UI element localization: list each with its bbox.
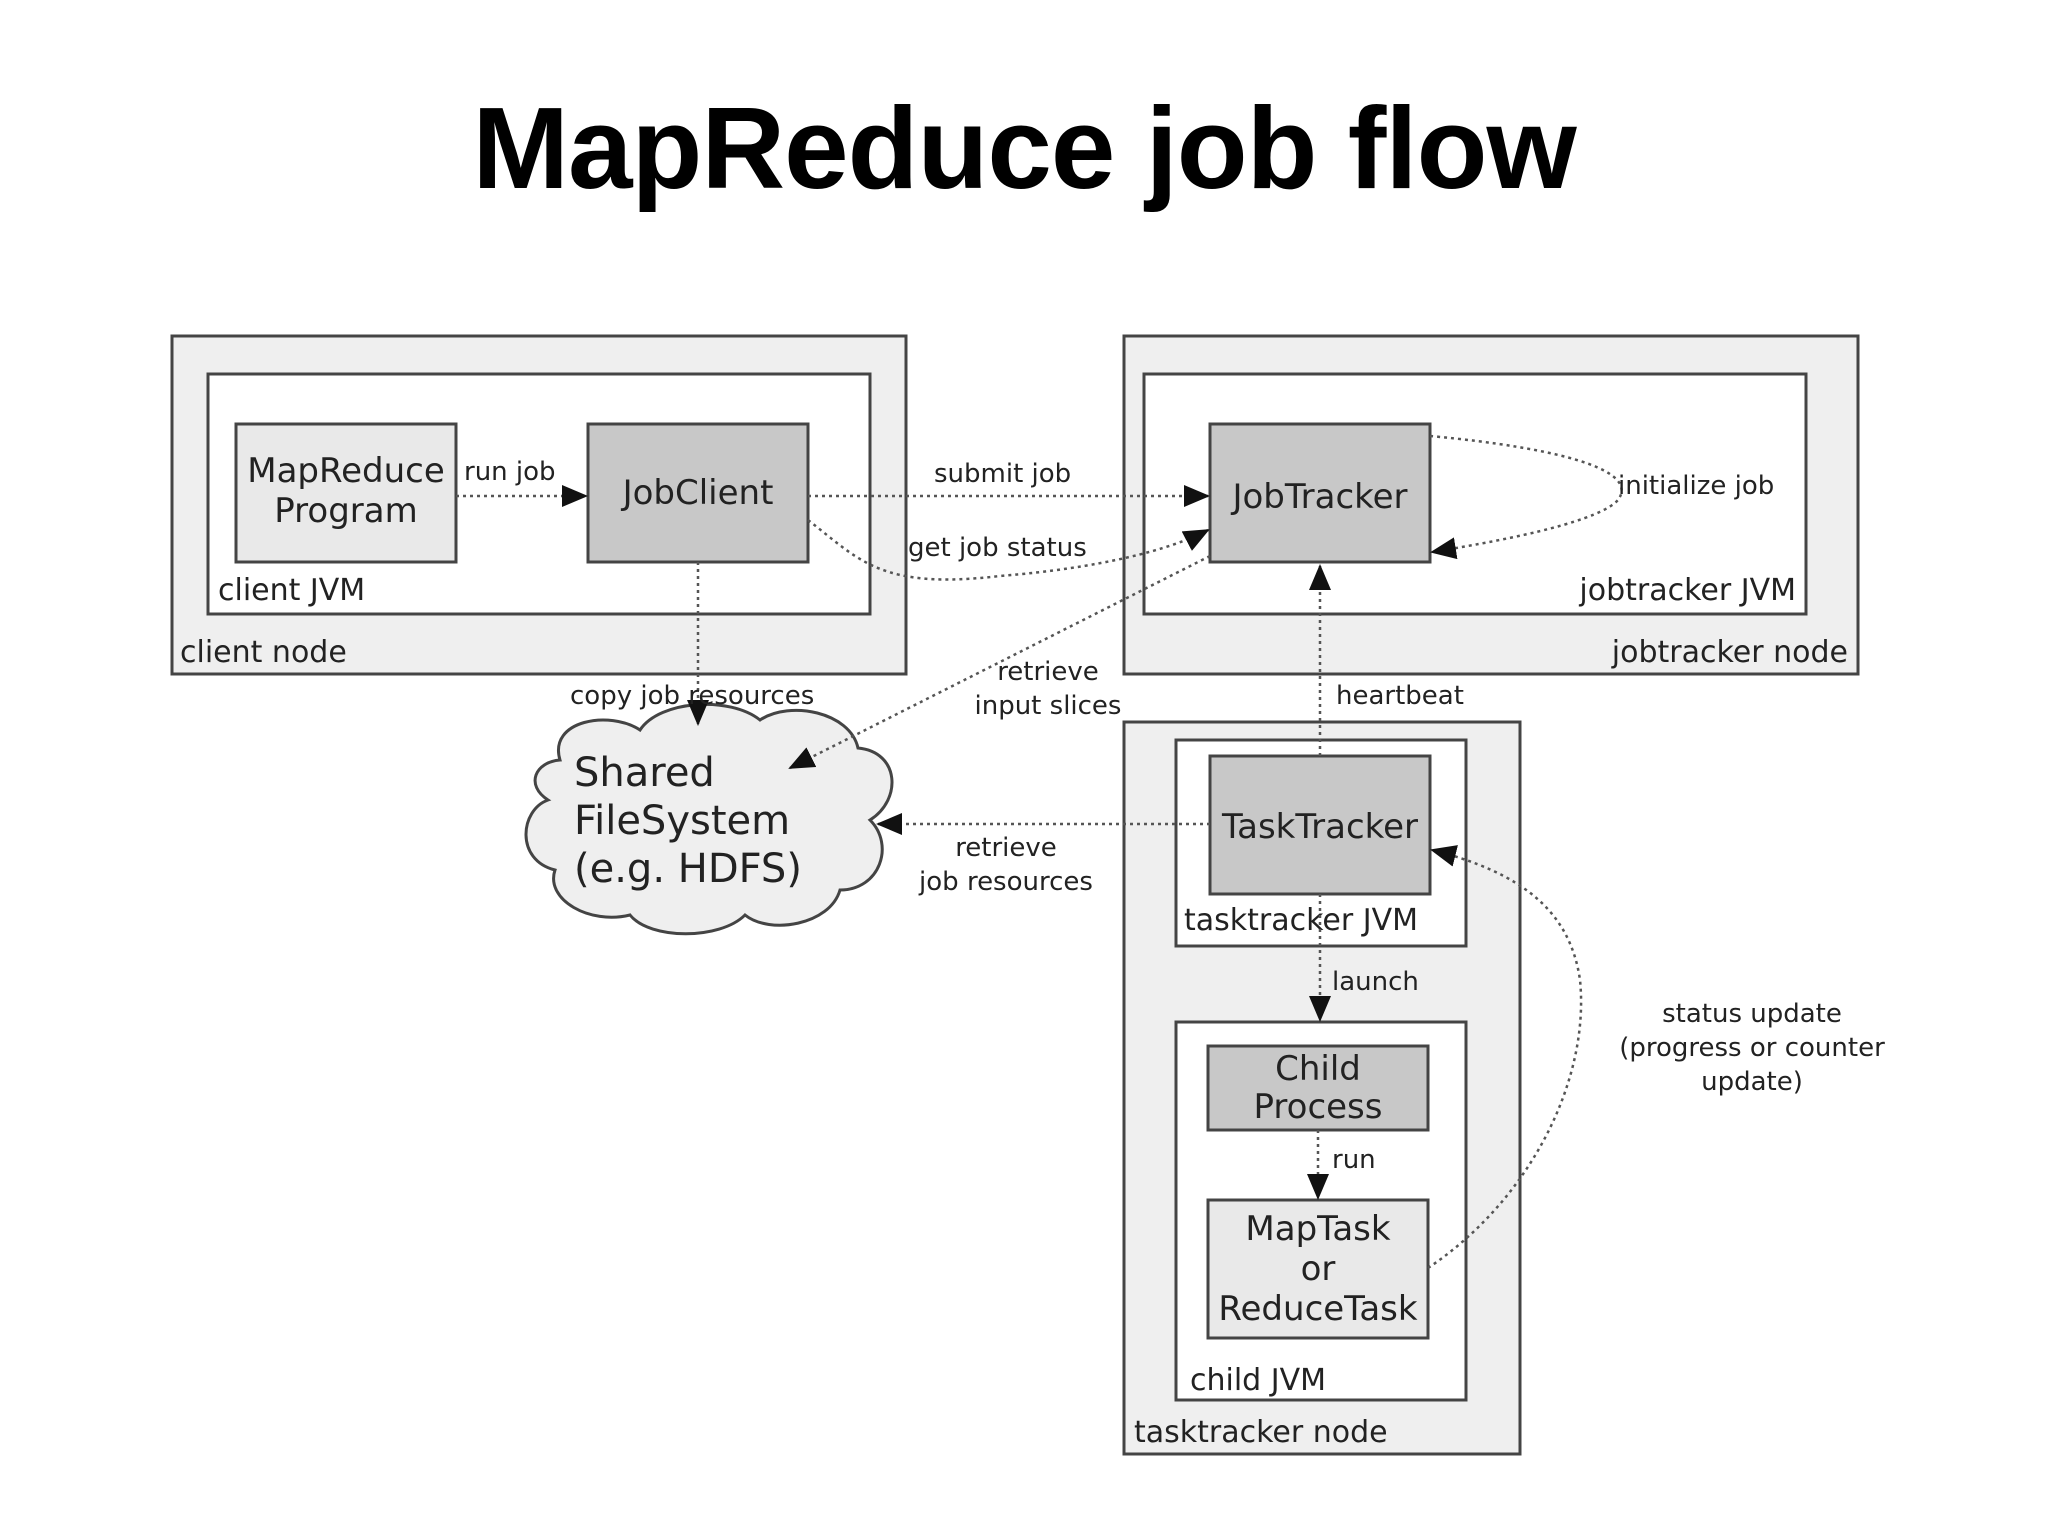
status-update-label-2: (progress or counter [1619,1033,1885,1063]
retrieve-job-resources-label-1: retrieve [955,833,1057,863]
child-process-label-1: Child [1275,1049,1361,1089]
slide-title: MapReduce job flow [472,83,1576,213]
retrieve-input-slices-label-1: retrieve [997,657,1099,687]
status-update-arrow [1427,845,1583,1270]
connectors [456,434,1623,1270]
child-process-label-2: Process [1254,1087,1383,1127]
jobclient-label: JobClient [621,473,774,513]
initialize-job-label: initialize job [1618,471,1774,501]
status-update-label-3: update) [1701,1067,1803,1097]
client-node: MapReduce Program JobClient client JVM c… [170,334,908,676]
launch-label: launch [1332,967,1419,997]
run-label: run [1332,1145,1376,1175]
task-label-3: ReduceTask [1218,1289,1417,1329]
jobtracker-node: JobTracker jobtracker JVM jobtracker nod… [1122,334,1860,676]
retrieve-job-resources-label-2: job resources [918,867,1093,897]
status-update-label-1: status update [1662,999,1842,1029]
retrieve-input-slices-label-2: input slices [975,691,1122,721]
initialize-job-arrow [1429,434,1623,560]
shared-fs-label-1: Shared [574,750,715,796]
submit-job-label: submit job [934,459,1071,489]
copy-job-resources-label: copy job resources [570,681,814,711]
heartbeat-label: heartbeat [1336,681,1464,711]
jobtracker-jvm-label: jobtracker JVM [1578,573,1796,608]
mapreduce-program-label-1: MapReduce [247,451,445,491]
shared-fs-label-3: (e.g. HDFS) [574,846,802,892]
tasktracker-label: TaskTracker [1221,807,1418,847]
shared-filesystem: Shared FileSystem (e.g. HDFS) [524,702,894,936]
jobtracker-node-label: jobtracker node [1611,635,1848,670]
task-label-1: MapTask [1245,1209,1390,1249]
client-jvm-label: client JVM [218,573,365,608]
task-box [1206,1198,1430,1340]
jobtracker-label: JobTracker [1230,477,1407,517]
get-job-status-label: get job status [908,533,1087,563]
shared-fs-label-2: FileSystem [574,798,790,844]
jobtracker-box [1208,422,1432,564]
retrieve-input-slices-arrow [788,554,1211,770]
client-node-label: client node [180,635,347,670]
edge-labels: run job submit job get job status initia… [464,457,1885,1175]
tasktracker-node: TaskTracker tasktracker JVM Child Proces… [1122,720,1522,1456]
mapreduce-program-label-2: Program [274,491,417,531]
child-process-box [1206,1044,1430,1132]
child-jvm-label: child JVM [1190,1363,1326,1398]
tasktracker-jvm-label: tasktracker JVM [1184,903,1418,938]
run-job-label: run job [464,457,556,487]
tasktracker-node-label: tasktracker node [1134,1415,1388,1450]
mapreduce-program-box [234,422,458,564]
task-label-2: or [1301,1249,1336,1289]
